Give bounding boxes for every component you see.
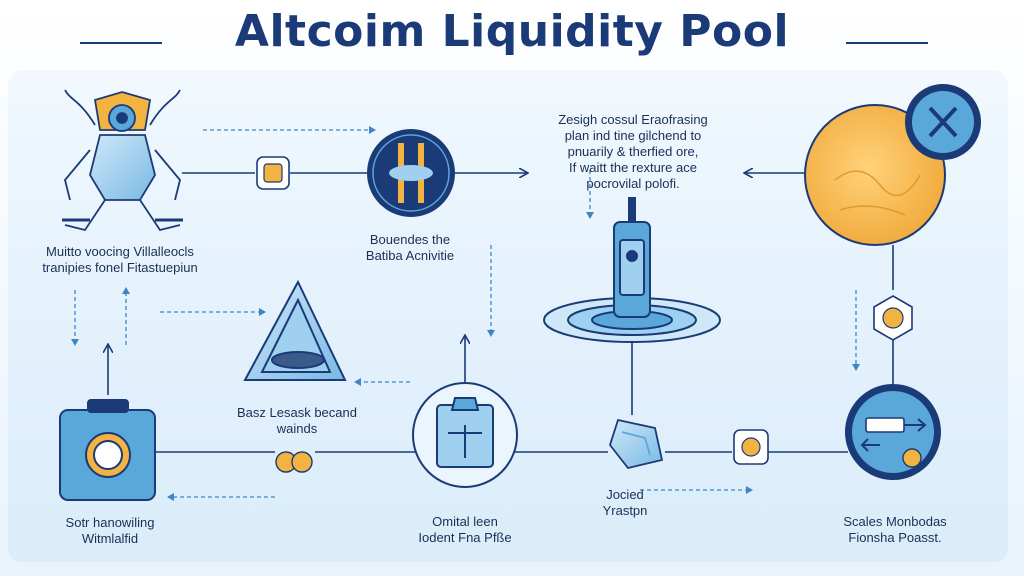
planet-label: Scales Monbodas Fionsha Poasst. bbox=[843, 514, 947, 545]
title-rule-left bbox=[80, 42, 162, 44]
note-text: Zesigh cossul Eraofrasing plan ind tine … bbox=[558, 112, 708, 191]
coin-bridge-label: Bouendes the Batiba Acnivitie bbox=[365, 232, 455, 263]
exchange-circle-icon bbox=[845, 384, 941, 480]
dashed-arrows bbox=[71, 126, 860, 501]
title-rule-right bbox=[846, 42, 928, 44]
liquidity-bottle-icon bbox=[613, 197, 651, 318]
dark-coin-icon bbox=[367, 129, 455, 217]
safe-label: Sotr hanowiling Witmlalfid bbox=[65, 515, 155, 546]
gold-token-top bbox=[256, 156, 290, 190]
hex-coin-icon bbox=[873, 295, 913, 341]
page-title: Altcoim Liquidity Pool bbox=[234, 6, 790, 57]
crystal-prism-icon bbox=[243, 279, 347, 381]
ice-cube-icon bbox=[608, 418, 664, 470]
pool-ripple-icon bbox=[543, 297, 721, 343]
scale-box-icon bbox=[412, 382, 518, 488]
coin-safe-icon bbox=[59, 399, 156, 501]
robot-icon bbox=[62, 89, 183, 232]
robot-label: Muitto voocing Villalleocls tranipies fo… bbox=[42, 244, 198, 275]
prism-label: Basz Lesask becand wainds bbox=[237, 405, 357, 436]
center-box-label: Omital leen Iodent Fna Pfße bbox=[418, 514, 512, 545]
coin-pair-icon bbox=[275, 451, 313, 473]
gold-token-bottom bbox=[733, 429, 769, 465]
orange-planet-icon bbox=[804, 84, 981, 246]
ice-label: Jocied Yrastpn bbox=[602, 487, 648, 518]
